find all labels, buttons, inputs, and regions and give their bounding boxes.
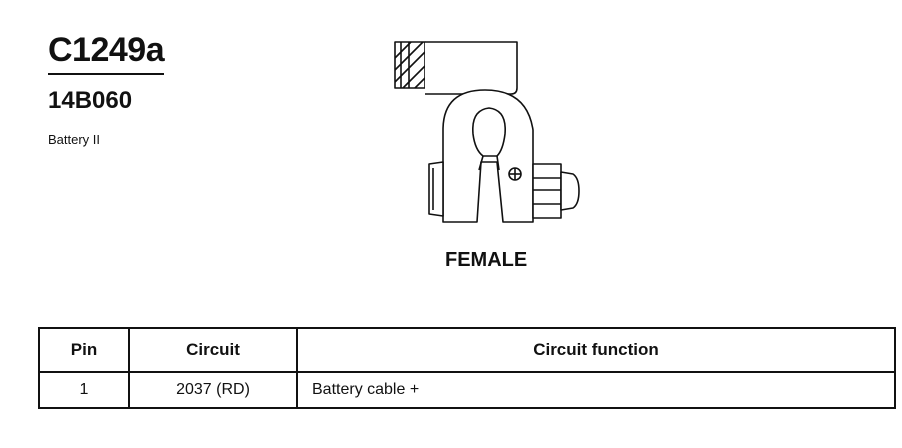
bolt-left: [428, 161, 444, 217]
connector-id: C1249a: [48, 31, 165, 69]
terminal-bore: [472, 107, 506, 157]
battery-terminal-diagram: [394, 41, 580, 223]
connector-id-underline: [48, 73, 164, 75]
nut-right: [532, 163, 562, 219]
circuit-cell: 2037 (RD): [128, 371, 298, 409]
bolt-thread: [560, 171, 580, 211]
column-header-circuit: Circuit: [128, 327, 298, 373]
pin-table-header: Pin Circuit Circuit function: [38, 327, 896, 373]
part-number: 14B060: [48, 87, 133, 114]
column-header-circuit-function: Circuit function: [296, 327, 896, 373]
table-row: 1 2037 (RD) Battery cable +: [38, 371, 896, 409]
column-header-pin: Pin: [38, 327, 130, 373]
pin-cell: 1: [38, 371, 130, 409]
pin-table: Pin Circuit Circuit function 1 2037 (RD)…: [38, 327, 896, 409]
cable-sleeve: [425, 41, 518, 95]
circuit-function-cell: Battery cable +: [296, 371, 896, 409]
cable-hatch: [394, 41, 426, 89]
connector-description: Battery II: [48, 132, 101, 147]
view-label: FEMALE: [445, 249, 528, 271]
